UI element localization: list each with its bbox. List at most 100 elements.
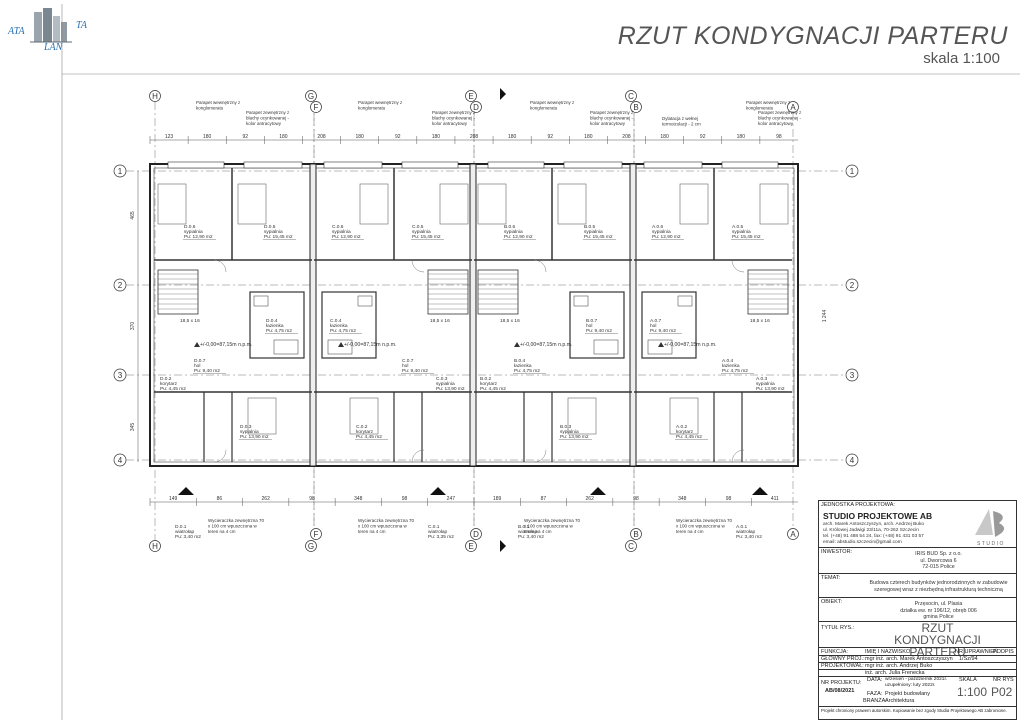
project-number: AB/08/2021 (825, 688, 855, 694)
room-name: wiatrołap (736, 529, 756, 535)
bed (477, 183, 507, 225)
room-name: sypialnia (240, 429, 259, 435)
party-wall (469, 163, 477, 467)
washbasin (573, 295, 589, 307)
room-area: Pu: 3,35 m2 (428, 534, 454, 540)
door-swing (731, 259, 745, 273)
bathtub (273, 339, 299, 355)
note-line: Parapet wewnętrzny z (530, 100, 575, 105)
room-id: C.0.3 (436, 376, 448, 382)
entrance-arrow-icon (178, 487, 194, 495)
axis-letter: D (473, 530, 479, 539)
axis-bubble (845, 368, 859, 382)
note-line: konglomeratu (530, 105, 558, 110)
bed (759, 183, 789, 225)
title-block: JEDNOSTKA PROJEKTOWA: STUDIO PROJEKTOWE … (818, 500, 1017, 720)
room-area: Pu: 9,40 m2 (402, 368, 428, 374)
room-id: C.0.2 (356, 424, 368, 430)
axis-bubble (305, 90, 317, 102)
overall-dimension: 1 244 (822, 310, 828, 323)
axis-letter: B (633, 103, 638, 112)
washbasin (677, 295, 693, 307)
room-id: C.0.6 (332, 224, 344, 230)
person-chief: mgr inż. arch. Marek Antoszczyszyn (865, 656, 953, 662)
washbasin (357, 295, 373, 307)
room-id: A.0.2 (676, 424, 688, 430)
door-swing (411, 449, 425, 463)
room-id: D.0.3 (240, 424, 252, 430)
room-area: Pu: 13,90 m2 (436, 386, 465, 392)
studio-line: ul. Królowej Jadwigi 23/11a, 70-262 Szcz… (823, 528, 919, 533)
room-id: A.0.4 (722, 358, 734, 364)
room-area: Pu: 4,75 m2 (266, 328, 292, 334)
room-area: Pu: 9,40 m2 (586, 328, 612, 334)
axis-bubble (787, 528, 799, 540)
bed (247, 397, 277, 435)
topic-value: Budowa czterech budynków jednorodzinnych… (869, 580, 1008, 593)
axis-letter: H (152, 92, 158, 101)
room-name: korytarz (676, 429, 694, 435)
bed (557, 183, 587, 225)
axis-letter: G (308, 92, 314, 101)
party-wall (309, 163, 317, 467)
room-area: Pu: 15,45 m2 (412, 234, 441, 240)
note-line: termoizolacji - 2 cm (662, 121, 701, 126)
axis-bubble (310, 528, 322, 540)
signature-header: PODPIS (993, 649, 1014, 655)
room-area: Pu: 13,90 m2 (560, 434, 589, 440)
note-line: Wycieraczka zewnętrzna 70 (676, 518, 732, 523)
phase-label: FAZA: (867, 691, 883, 697)
room-area: Pu: 15,45 m2 (584, 234, 613, 240)
room-area: Pu: 4,75 m2 (514, 368, 540, 374)
bathroom-walls (641, 291, 697, 359)
logo-letters-right: TA (76, 20, 87, 31)
axis-letter: F (314, 530, 319, 539)
room-id: A.0.7 (650, 318, 662, 324)
bed (679, 183, 709, 225)
topic-label: TEMAT: (821, 575, 841, 581)
level-triangle-icon (658, 342, 664, 347)
dimension-value: 180 (355, 134, 364, 140)
name-header: IMIĘ I NAZWISKO: (865, 649, 912, 655)
axis-bubble (845, 453, 859, 467)
dimension-value: 180 (203, 134, 212, 140)
room-id: A.0.1 (736, 524, 748, 530)
room-id: B.0.3 (560, 424, 572, 430)
studio-line: email: abstudio.szczecin@gmail.com (823, 540, 902, 545)
entrance-arrow-icon (752, 487, 768, 495)
note-line: konglomeratu (196, 105, 224, 110)
staircase (427, 269, 469, 315)
axis-bubble (310, 101, 322, 113)
room-name: korytarz (160, 381, 178, 387)
axis-bubble (113, 278, 127, 292)
note-line: teren na 4 cm (358, 529, 386, 534)
axis-letter: D (473, 103, 479, 112)
room-name: sypialnia (184, 229, 203, 235)
room-name: łazienka (330, 323, 348, 329)
note-line: Parapet zewnętrzny z (758, 110, 802, 115)
dimension-value: 180 (660, 134, 669, 140)
axis-letter: F (314, 103, 319, 112)
room-name: hol (194, 363, 200, 369)
window (401, 161, 459, 169)
level-triangle-icon (338, 342, 344, 347)
note-line: teren na 4 cm (524, 529, 552, 534)
door-swing (533, 259, 547, 273)
axis-bubble (625, 540, 637, 552)
dimension-value: 86 (217, 496, 223, 502)
dimension-value: 208 (317, 134, 326, 140)
note-line: Wycieraczka zewnętrzna 70 (524, 518, 580, 523)
note-line: konglomeratu (746, 105, 774, 110)
logo-letters-left: ATA (8, 26, 25, 37)
level-triangle-icon (194, 342, 200, 347)
room-id: D.0.4 (266, 318, 278, 324)
level-mark: +/-0,00=87,15m n.p.m. (344, 342, 396, 348)
